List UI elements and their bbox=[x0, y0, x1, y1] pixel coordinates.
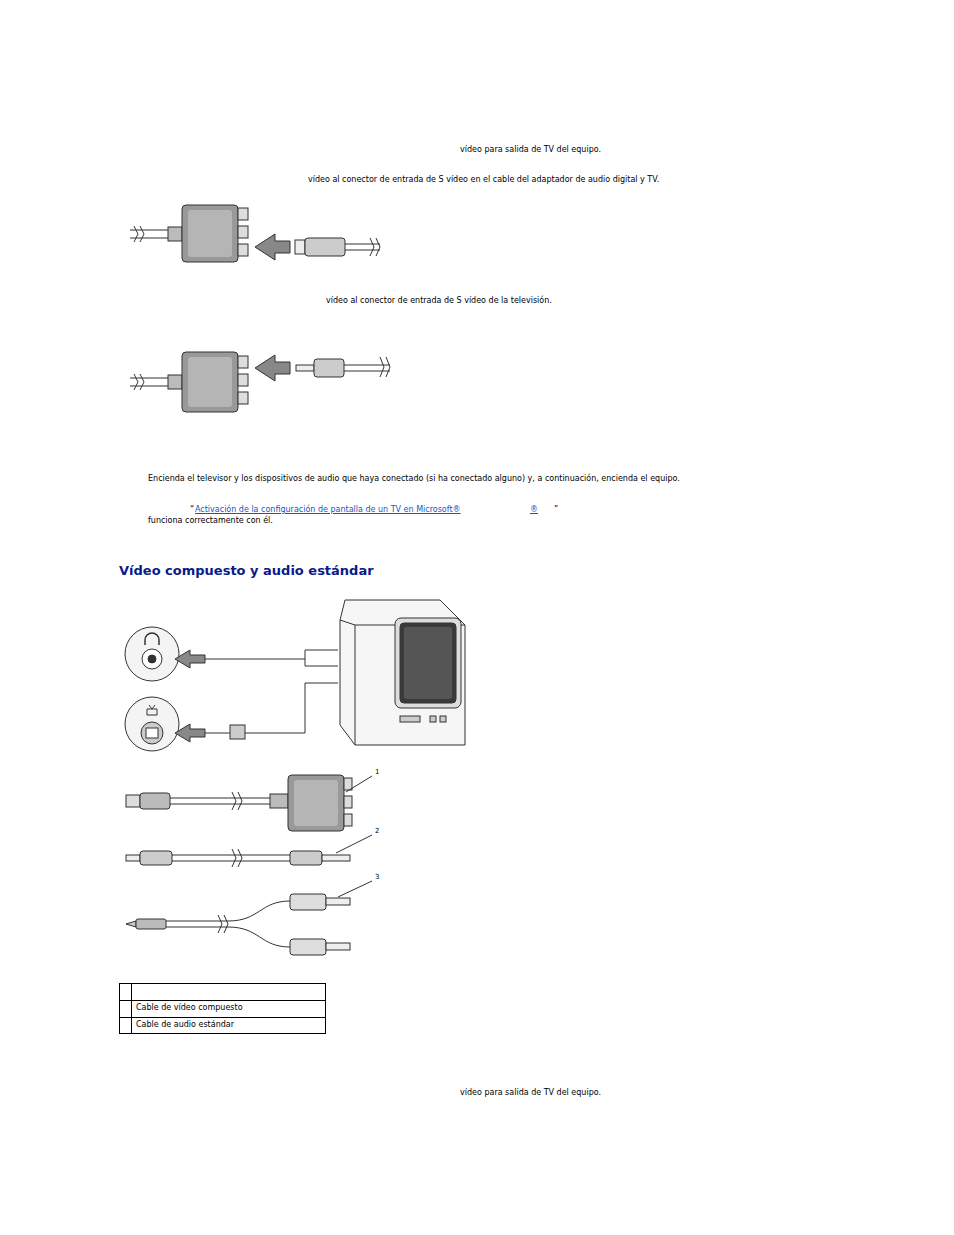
instruction-text: vídeo al conector de entrada de S vídeo … bbox=[308, 175, 659, 185]
section-heading: Vídeo compuesto y audio estándar bbox=[119, 563, 374, 579]
cable-set bbox=[126, 775, 372, 955]
table-cell: Cable de audio estándar bbox=[136, 1020, 234, 1030]
callout-number: 3 bbox=[375, 872, 379, 882]
quote-mark: ” bbox=[554, 505, 558, 515]
parts-table bbox=[120, 984, 326, 1034]
link-text: ® bbox=[530, 505, 538, 515]
callout-number: 1 bbox=[375, 767, 379, 777]
instruction-text: vídeo para salida de TV del equipo. bbox=[460, 145, 601, 155]
link-text: Activación de la configuración de pantal… bbox=[195, 505, 461, 515]
instruction-text: funciona correctamente con él. bbox=[148, 516, 273, 526]
connection-figure bbox=[125, 600, 465, 751]
quote-mark: “ bbox=[190, 505, 194, 515]
instruction-text: vídeo al conector de entrada de S vídeo … bbox=[326, 296, 552, 306]
instruction-text: vídeo para salida de TV del equipo. bbox=[460, 1088, 601, 1098]
adapter-figure-1 bbox=[130, 205, 380, 262]
instruction-text: Encienda el televisor y los dispositivos… bbox=[148, 474, 680, 484]
table-cell: Cable de vídeo compuesto bbox=[136, 1003, 243, 1013]
adapter-figure-2 bbox=[130, 352, 390, 412]
callout-number: 2 bbox=[375, 826, 379, 836]
